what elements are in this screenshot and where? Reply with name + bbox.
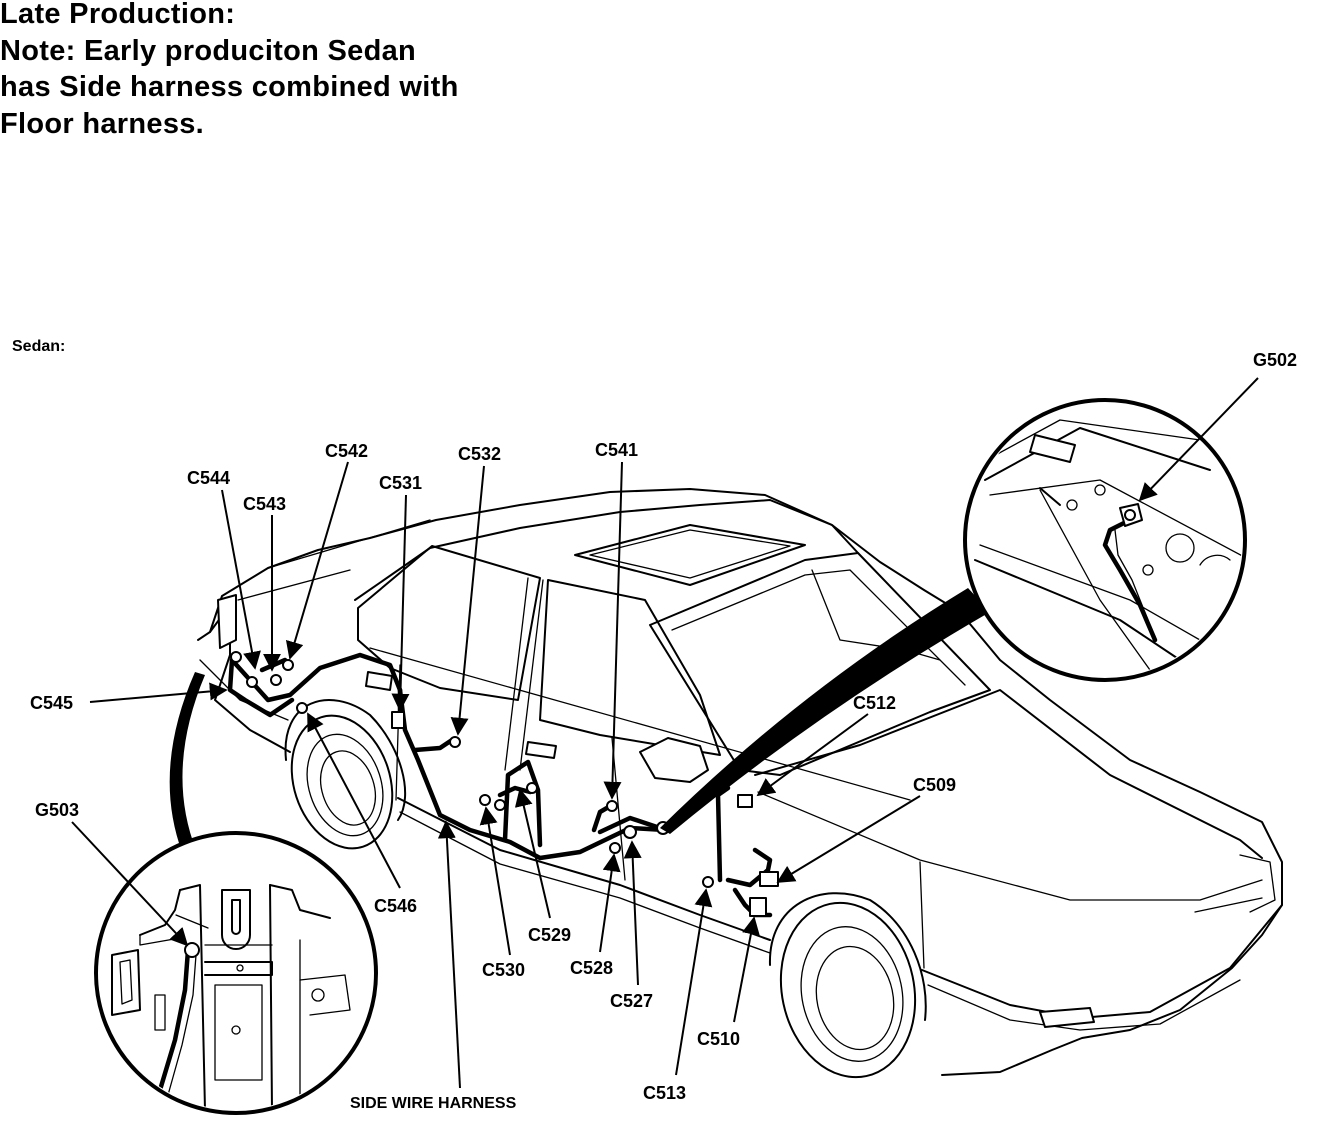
leader-c529 xyxy=(514,788,551,919)
label-c530: C530 xyxy=(482,960,525,980)
inset-g503 xyxy=(94,672,378,1115)
front-window xyxy=(539,579,721,756)
label-c512: C512 xyxy=(853,693,896,713)
connector-c509 xyxy=(759,871,779,887)
note-text: Late Production: Note: Early produciton … xyxy=(0,0,459,142)
connector-c512 xyxy=(737,794,753,808)
note-line-3: has Side harness combined with xyxy=(0,71,459,103)
label-g503: G503 xyxy=(35,800,79,820)
connector-c513 xyxy=(702,876,714,888)
connector-c529 xyxy=(526,782,538,794)
side-mirror xyxy=(639,737,709,783)
leader-c530 xyxy=(479,806,511,956)
connector-c510 xyxy=(749,897,767,917)
leader-c544 xyxy=(221,489,261,670)
note-line-2: Note: Early produciton Sedan xyxy=(0,34,417,67)
front-door-handle xyxy=(525,741,557,759)
label-c545: C545 xyxy=(30,693,73,713)
leader-lines xyxy=(71,377,1259,1089)
rear-door-handle xyxy=(365,671,393,691)
connector-c546 xyxy=(296,702,308,714)
leader-c509 xyxy=(776,795,921,883)
car-outline xyxy=(209,488,1283,1076)
connector-c542 xyxy=(282,659,294,671)
label-c513: C513 xyxy=(643,1083,686,1103)
leader-c527 xyxy=(623,840,642,986)
connector-c545 xyxy=(230,651,242,663)
label-g502: G502 xyxy=(1253,350,1297,370)
label-side-wire-harness: SIDE WIRE HARNESS xyxy=(350,1095,517,1112)
leader-c546 xyxy=(307,712,401,889)
model-label: Sedan: xyxy=(12,338,66,355)
label-c509: C509 xyxy=(913,775,956,795)
label-c510: C510 xyxy=(697,1029,740,1049)
note-line-1: Late Production: xyxy=(0,0,236,30)
rocker-panel xyxy=(397,797,771,941)
label-c544: C544 xyxy=(187,468,230,488)
connector-c543 xyxy=(270,674,282,686)
inset-g503-pointer xyxy=(169,672,205,852)
connector-c528 xyxy=(609,842,621,854)
leader-g502 xyxy=(1138,377,1259,502)
leader-c512 xyxy=(756,713,869,797)
leader-g503 xyxy=(71,821,189,947)
tail-lamp xyxy=(217,594,237,649)
label-c543: C543 xyxy=(243,494,286,514)
leader-c542 xyxy=(285,461,349,660)
fog-lamp xyxy=(1039,1007,1095,1028)
leader-c531 xyxy=(391,494,410,712)
connector-c530 xyxy=(479,794,491,806)
rear-wheel xyxy=(284,699,407,850)
rear-window xyxy=(357,545,541,701)
connector-c541 xyxy=(606,800,618,812)
note-line-4: Floor harness. xyxy=(0,107,205,140)
sunroof xyxy=(574,524,806,586)
inset-g502 xyxy=(660,398,1247,834)
leader-c528 xyxy=(599,853,621,953)
connector-c532 xyxy=(449,736,461,748)
connector-c527 xyxy=(623,825,637,839)
front-bumper xyxy=(921,904,1283,1019)
label-c542: C542 xyxy=(325,441,368,461)
leader-c513 xyxy=(675,888,713,1076)
callout-labels: G502 G503 C544 C543 C542 C531 C532 C541 … xyxy=(30,350,1297,1112)
label-c531: C531 xyxy=(379,473,422,493)
leader-c545 xyxy=(89,682,228,703)
leader-c510 xyxy=(733,916,760,1023)
leader-c532 xyxy=(450,465,485,736)
label-c541: C541 xyxy=(595,440,638,460)
label-c527: C527 xyxy=(610,991,653,1011)
inset-g502-pointer xyxy=(660,588,990,834)
label-c546: C546 xyxy=(374,896,417,916)
leader-c541 xyxy=(603,461,623,800)
label-c529: C529 xyxy=(528,925,571,945)
leader-side-wire-harness xyxy=(437,820,461,1089)
label-c528: C528 xyxy=(570,958,613,978)
car-body xyxy=(197,488,1283,1079)
hood xyxy=(754,689,1263,859)
rear-end xyxy=(197,604,291,753)
roof xyxy=(354,499,859,601)
connector-c531 xyxy=(391,711,405,729)
label-c532: C532 xyxy=(458,444,501,464)
front-wheel xyxy=(768,892,927,1079)
